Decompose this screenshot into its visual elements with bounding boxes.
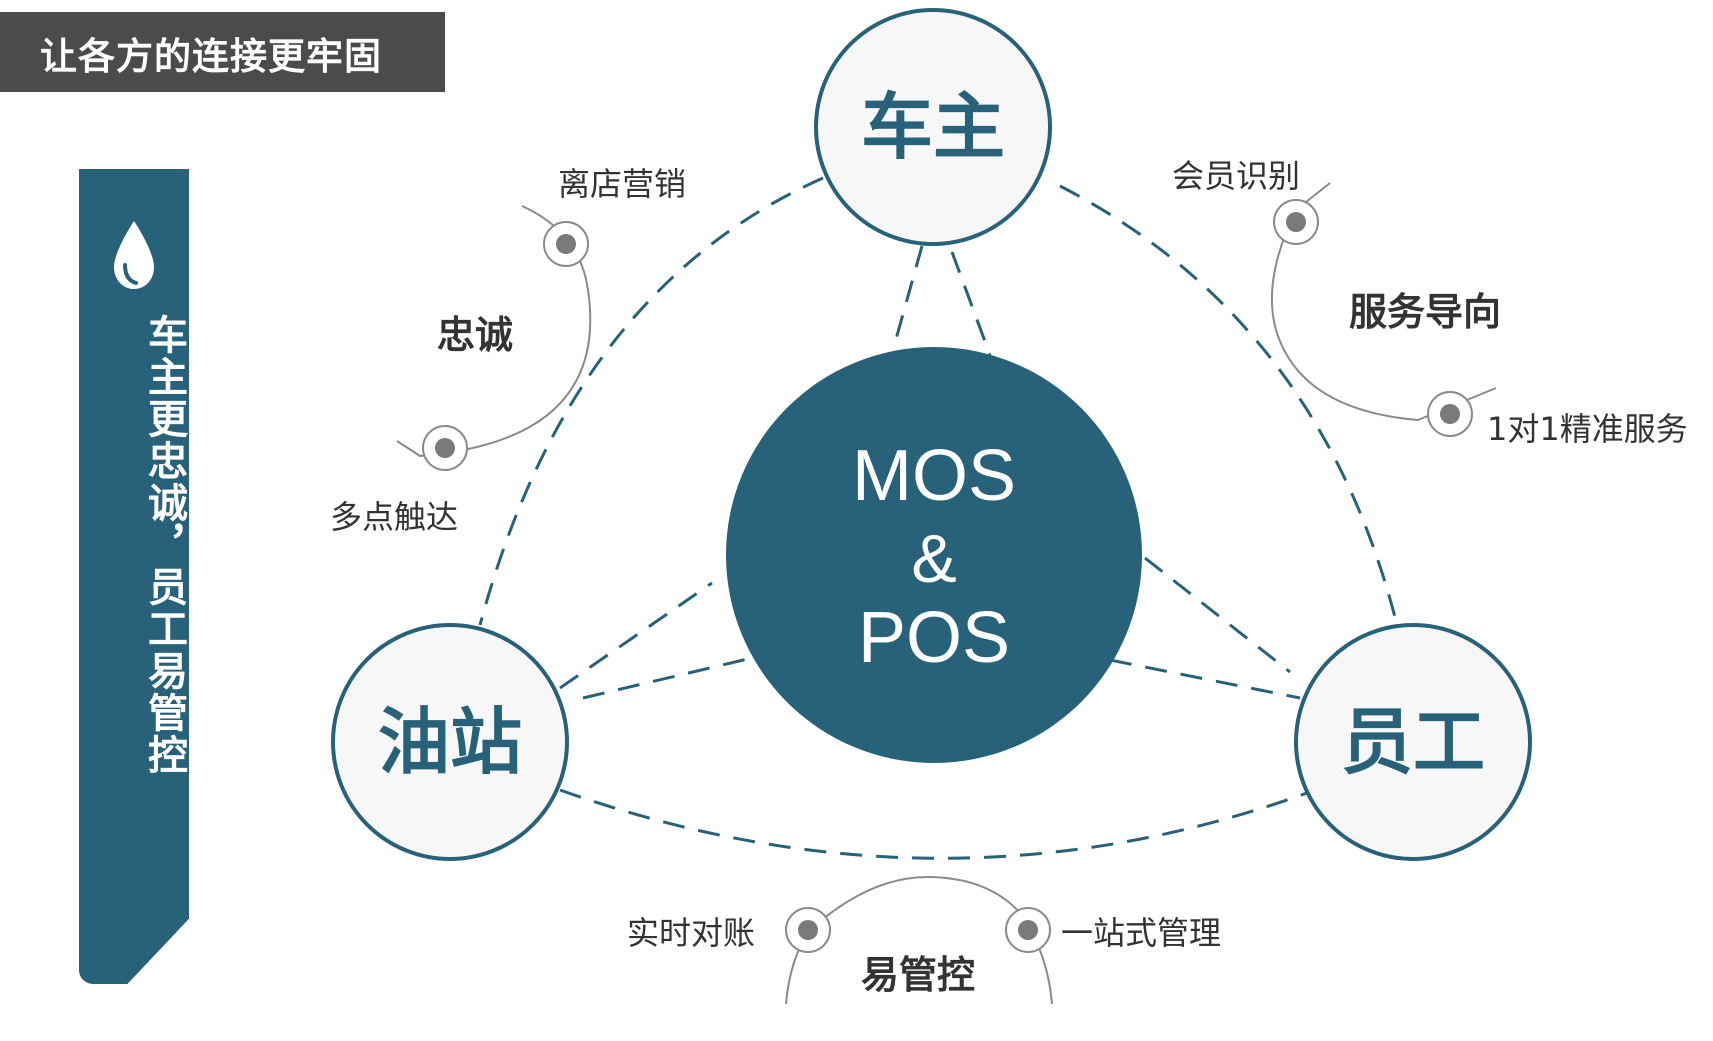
side-panel: 车主更忠诚，员工易管控 xyxy=(79,169,189,984)
group-right-item-2: 1对1精准服务 xyxy=(1487,410,1688,448)
group-left-title: 忠诚 xyxy=(437,313,513,357)
group-right xyxy=(1271,182,1497,437)
arc-top-right xyxy=(1059,184,1399,626)
center-label-3: POS xyxy=(858,598,1010,678)
spoke-left-1 xyxy=(559,581,713,690)
group-bottom-title: 易管控 xyxy=(861,953,975,997)
group-right-title: 服务导向 xyxy=(1349,290,1501,334)
side-panel-text: 车主更忠诚，员工易管控 xyxy=(141,314,187,776)
group-left-dot-2 xyxy=(422,425,468,471)
arc-top-left xyxy=(478,176,824,626)
group-right-item-1: 会员识别 xyxy=(1172,157,1300,195)
group-bottom-item-2: 一站式管理 xyxy=(1061,914,1221,952)
spoke-top-2 xyxy=(950,251,992,356)
group-bottom-dot-1 xyxy=(785,907,831,953)
node-left-label: 油站 xyxy=(378,700,522,784)
header-title: 让各方的连接更牢固 xyxy=(40,35,382,78)
spoke-right-1 xyxy=(1144,556,1291,674)
center-label-2: & xyxy=(911,521,956,597)
arc-bottom xyxy=(559,788,1308,860)
group-left-item-2: 多点触达 xyxy=(330,498,458,536)
group-bottom-dot-2 xyxy=(1005,907,1051,953)
node-top: 车主 xyxy=(814,8,1052,246)
group-left-dot-1 xyxy=(543,221,589,267)
node-right: 员工 xyxy=(1294,623,1532,861)
group-left-item-1: 离店营销 xyxy=(558,165,686,203)
water-drop-icon xyxy=(114,221,154,289)
group-right-connector xyxy=(1271,182,1497,422)
group-right-dot-1 xyxy=(1273,199,1319,245)
node-right-label: 员工 xyxy=(1341,700,1485,784)
node-top-label: 车主 xyxy=(861,85,1005,169)
node-left: 油站 xyxy=(331,623,569,861)
center-label-1: MOS xyxy=(852,436,1016,516)
group-left xyxy=(396,205,592,471)
spoke-right-2 xyxy=(1109,658,1301,700)
group-bottom-item-1: 实时对账 xyxy=(627,914,755,952)
spoke-left-2 xyxy=(582,656,753,700)
spoke-top-1 xyxy=(891,245,924,351)
center-node: MOS & POS xyxy=(726,347,1142,763)
header-bar: 让各方的连接更牢固 xyxy=(0,12,445,92)
group-right-dot-2 xyxy=(1427,391,1473,437)
group-bottom xyxy=(785,875,1053,1005)
